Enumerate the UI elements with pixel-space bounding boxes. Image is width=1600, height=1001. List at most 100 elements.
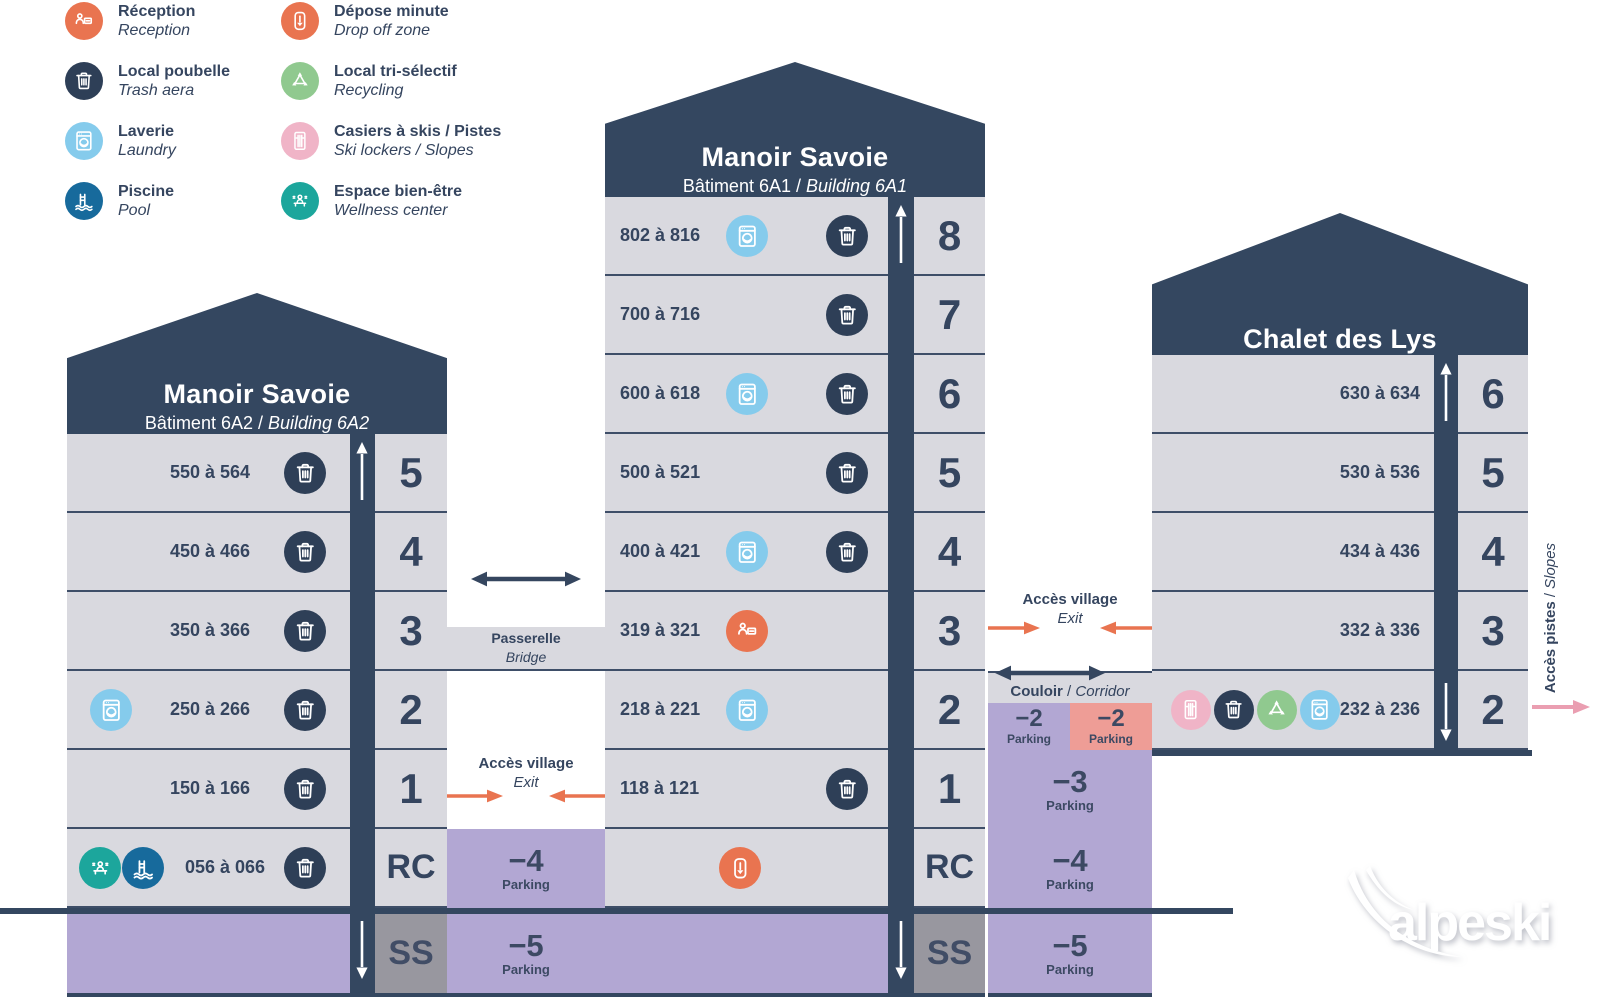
floor-number: 4 [1458, 513, 1528, 592]
building-header-manoir-6a2: Manoir Savoie Bâtiment 6A2 / Building 6A… [67, 293, 447, 448]
parking-level: −4 Parking [447, 829, 605, 908]
laundry-icon [726, 215, 768, 257]
floor-number: 2 [914, 671, 985, 750]
trash-icon [284, 768, 326, 810]
legend-label-en: Laundry [118, 142, 176, 159]
trash-icon [826, 531, 868, 573]
building-title: Manoir Savoie [163, 379, 351, 409]
trash-icon [284, 689, 326, 731]
exit-arrow-right [447, 789, 503, 803]
floor-number-ss: SS [914, 914, 985, 997]
floor-row: 350 à 366 [67, 592, 350, 671]
legend-label-fr: Dépose minute [334, 3, 449, 20]
parking-level: −5 Parking [502, 928, 550, 977]
building-title: Chalet des Lys [1243, 324, 1437, 354]
alpeski-logo: alpeski [1340, 858, 1580, 990]
basement-row [67, 914, 350, 997]
room-range: 056 à 066 [184, 857, 266, 877]
floor-number: 7 [914, 276, 985, 355]
legend-label-fr: Local tri-sélectif [334, 63, 457, 80]
ski-lockers-icon [1171, 690, 1211, 730]
exit-arrow-left [549, 789, 605, 803]
logo-text: alpeski [1388, 894, 1550, 952]
legend-label-en: Trash aera [118, 82, 195, 99]
floor-number: 1 [914, 750, 985, 829]
floor-row: 218 à 221 [605, 671, 888, 750]
corridor-label: Couloir / Corridor [988, 671, 1152, 703]
legend-label-fr: Casiers à skis / Pistes [334, 123, 502, 140]
building-subtitle: Bâtiment 6A2 / Building 6A2 [144, 413, 370, 433]
legend-label-en: Drop off zone [334, 22, 431, 39]
floor-row: 700 à 716 [605, 276, 888, 355]
legend-label-fr: Espace bien-être [334, 183, 463, 200]
room-range: 250 à 266 [169, 699, 251, 719]
room-range: 319 à 321 [620, 620, 701, 640]
elevator-down-arrow [1440, 683, 1452, 741]
parking-level: −3 Parking [988, 750, 1152, 829]
elevator-up-arrow [895, 205, 907, 263]
trash-icon [826, 215, 868, 257]
laundry-icon [726, 531, 768, 573]
floor-number: 5 [1458, 434, 1528, 513]
reception-icon [65, 2, 103, 40]
floor-row: 802 à 816 [605, 197, 888, 276]
village-exit-east: Accès village Exit [1022, 591, 1118, 627]
elevator-down-arrow [356, 921, 368, 979]
laundry-icon [726, 373, 768, 415]
corridor-arrow [995, 665, 1105, 681]
room-range: 118 à 121 [620, 778, 700, 798]
elevator-shaft [350, 434, 375, 997]
floor-row: 332 à 336 [1152, 592, 1434, 671]
legend-label-en: Reception [118, 22, 191, 39]
floor-row: 250 à 266 [67, 671, 350, 750]
room-range: 630 à 634 [1339, 383, 1420, 403]
floor-number: 4 [914, 513, 985, 592]
parking-level: −4 Parking [988, 829, 1152, 908]
laundry-icon [726, 689, 768, 731]
floor-row: 500 à 521 [605, 434, 888, 513]
legend-label-en: Wellness center [334, 202, 448, 219]
room-range: 434 à 436 [1339, 541, 1420, 561]
reception-icon [726, 610, 768, 652]
laundry-icon [1300, 690, 1340, 730]
legend-label-fr: Réception [118, 3, 196, 20]
floor-row: 056 à 066 [67, 829, 350, 908]
floor-row: 150 à 166 [67, 750, 350, 829]
floor-row: 434 à 436 [1152, 513, 1434, 592]
exit-arrow-right [988, 621, 1040, 635]
laundry-icon [90, 689, 132, 731]
building-subtitle: Bâtiment 6A1 / Building 6A1 [682, 176, 908, 196]
floor-number: RC [914, 829, 985, 908]
ski-lockers-icon [281, 122, 319, 160]
floor-row: 630 à 634 [1152, 355, 1434, 434]
trash-icon [284, 452, 326, 494]
trash-icon [826, 768, 868, 810]
room-range: 700 à 716 [620, 304, 701, 324]
floor-row [605, 829, 888, 908]
floor-row: 530 à 536 [1152, 434, 1434, 513]
ground-line [0, 908, 1233, 914]
floor-number: 6 [914, 355, 985, 434]
basement-row [447, 914, 888, 997]
floor-number: 8 [914, 197, 985, 276]
trash-icon [284, 531, 326, 573]
slopes-arrow [1532, 700, 1590, 714]
floor-row: 232 à 236 [1152, 671, 1434, 750]
recycling-icon [1257, 690, 1297, 730]
room-range: 232 à 236 [1339, 699, 1420, 719]
floor-row: 450 à 466 [67, 513, 350, 592]
elevator-up-arrow [1440, 363, 1452, 421]
recycling-icon [281, 62, 319, 100]
elevator-down-arrow [895, 921, 907, 979]
parking-level: −5 Parking [988, 914, 1152, 997]
building-title: Manoir Savoie [701, 142, 889, 172]
wellness-icon [281, 182, 319, 220]
floor-row: 550 à 564 [67, 434, 350, 513]
